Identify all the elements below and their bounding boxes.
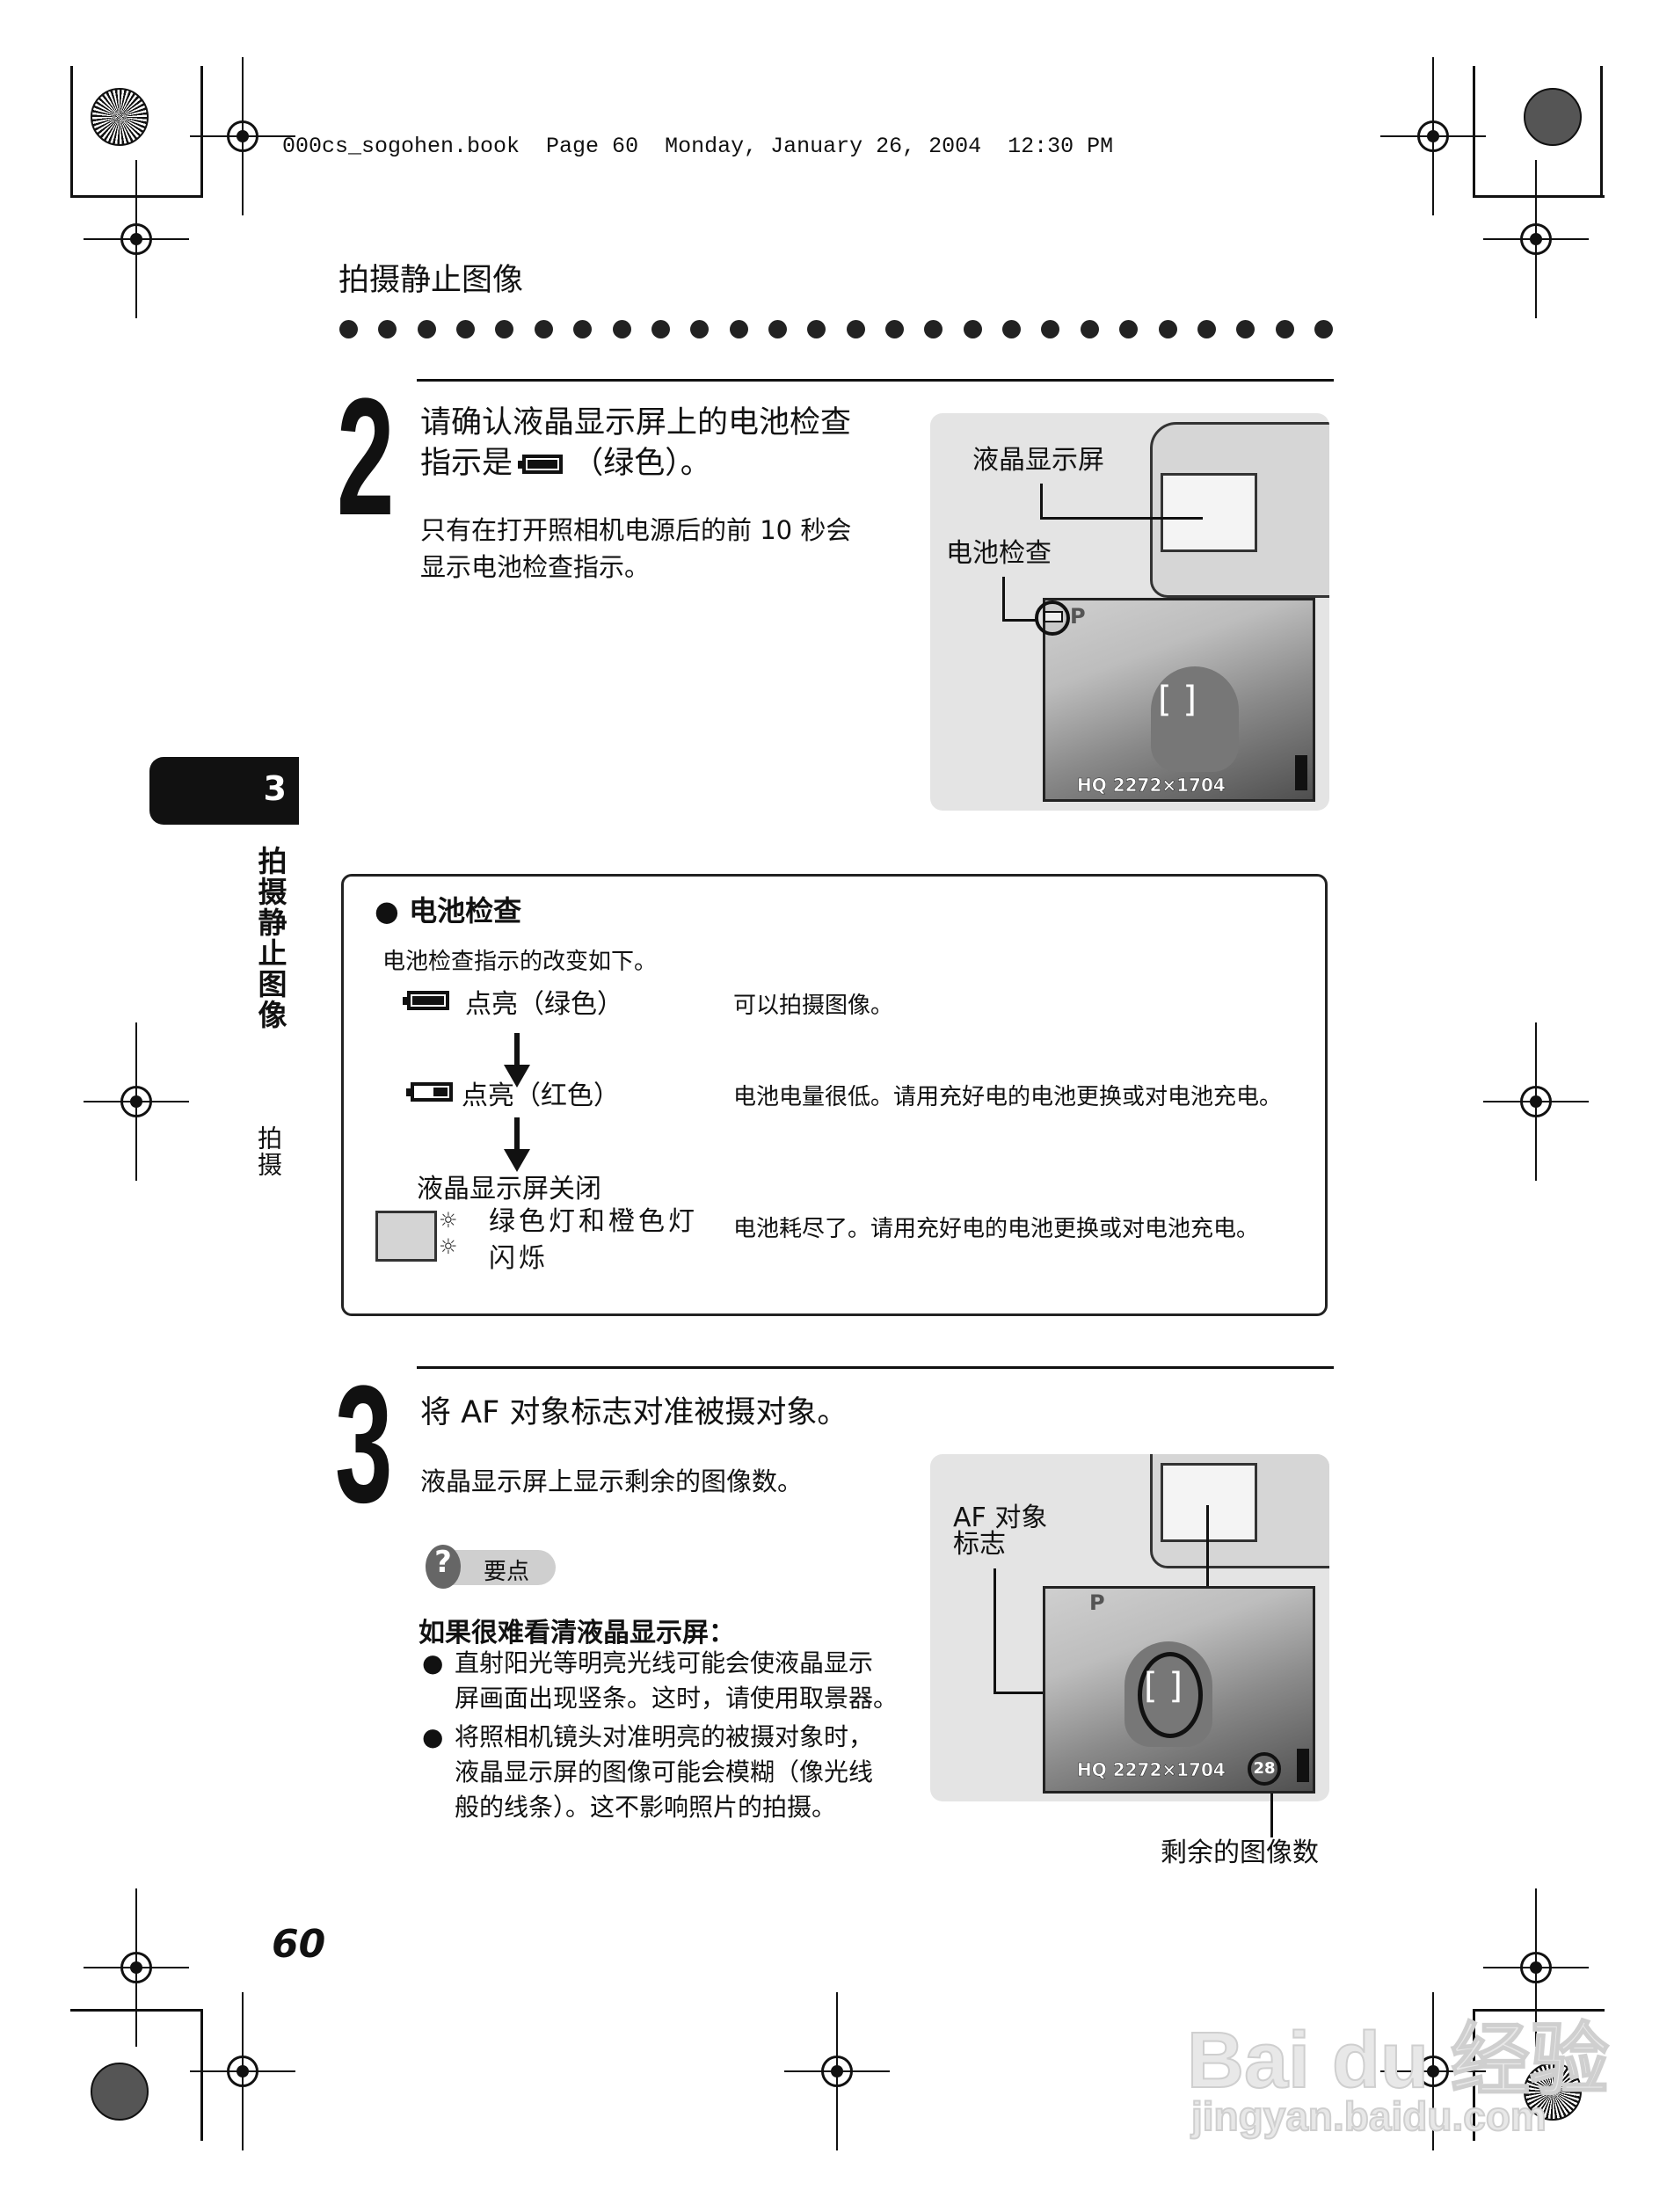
dot <box>1041 320 1060 338</box>
af-target-mark: [ ] <box>1144 1666 1183 1706</box>
watermark-url: jingyan.baidu.com <box>1190 2092 1547 2140</box>
baidu-watermark-logo: Bai du 经验 <box>1186 2016 1610 2106</box>
lcd-info: HQ 2272×1704 <box>1077 775 1226 797</box>
dot <box>417 320 436 338</box>
camera-lcd-illustration <box>1161 473 1257 552</box>
battery-full-icon <box>403 991 449 1010</box>
highlight-circle <box>1035 600 1070 636</box>
camera-figure: 液晶显示屏 电池检查 P [ ] HQ 2272×1704 <box>930 413 1329 811</box>
registration-gray-circle-icon <box>91 2063 149 2121</box>
file-header: 000cs_sogohen.book Page 60 Monday, Janua… <box>282 134 1114 159</box>
state-blink: 绿色灯和橙色灯 闪烁 <box>489 1206 698 1274</box>
battery-low-icon <box>406 1082 453 1102</box>
dot <box>807 320 826 338</box>
step-divider <box>417 379 1334 382</box>
af-highlight-circle <box>1138 1652 1203 1738</box>
step2-note: 只有在打开照相机电源后的前 10 秒会 显示电池检查指示。 <box>420 515 852 582</box>
dot <box>1236 320 1256 338</box>
label-battery-check: 电池检查 <box>946 538 1052 569</box>
dot <box>534 320 553 338</box>
arrow-down-icon <box>504 1117 530 1172</box>
box-title: ● 电池检查 <box>375 894 522 928</box>
battery-check-box: ● 电池检查 电池检查指示的改变如下。 点亮（绿色） 可以拍摄图像。 点亮（红色… <box>341 874 1328 1316</box>
dot <box>495 320 514 338</box>
remaining-count: 28 <box>1248 1752 1281 1786</box>
dot <box>963 320 982 338</box>
bullet-item: ●直射阳光等明亮光线可能会使液晶显示屏画面出现竖条。这时，请使用取景器。 <box>422 1648 899 1713</box>
registration-sunburst-icon <box>91 88 149 146</box>
portrait-subject <box>1151 666 1239 772</box>
camera-figure: AF 对象标志 P [ ] HQ 2272×1704 28 <box>930 1454 1329 1801</box>
state-lcd-off: 液晶显示屏关闭 <box>417 1174 601 1204</box>
arrow-down-icon <box>504 1033 530 1088</box>
step-number: 2 <box>337 364 395 550</box>
dot <box>1197 320 1216 338</box>
dot <box>1314 320 1333 338</box>
battery-indicator-icon <box>1044 611 1063 622</box>
state-green: 点亮（绿色） <box>465 989 623 1020</box>
chapter-tab[interactable]: 3 <box>149 757 299 825</box>
dot <box>339 320 358 338</box>
dot <box>924 320 943 338</box>
dot <box>1158 320 1177 338</box>
step3-instruction: 将 AF 对象标志对准被摄对象。 <box>420 1395 848 1430</box>
chapter-subtitle: 拍摄 <box>254 1125 283 1178</box>
state-red: 点亮（红色） <box>462 1081 620 1111</box>
dot <box>1119 320 1139 338</box>
blinking-lamp-icon: ☼☼ <box>439 1208 458 1259</box>
chapter-title: 拍摄静止图像 <box>253 846 287 1030</box>
label-lcd: 液晶显示屏 <box>972 445 1104 476</box>
tip-bullets: ●直射阳光等明亮光线可能会使液晶显示屏画面出现竖条。这时，请使用取景器。 ●将照… <box>422 1646 898 1825</box>
dot-divider <box>339 320 1333 338</box>
label-remaining-images: 剩余的图像数 <box>1161 1837 1319 1868</box>
dot <box>846 320 865 338</box>
lcd-preview: P [ ] HQ 2272×1704 <box>1035 598 1315 802</box>
registration-gray-circle-icon <box>1524 88 1582 146</box>
label-af-target: AF 对象标志 <box>953 1503 1048 1560</box>
dot <box>690 320 710 338</box>
mode-indicator: P <box>1070 604 1086 629</box>
dot <box>573 320 593 338</box>
dot <box>651 320 670 338</box>
dot <box>1275 320 1294 338</box>
dot <box>729 320 748 338</box>
step-divider <box>417 1366 1334 1369</box>
mode-indicator: P <box>1089 1590 1105 1615</box>
desc-green: 可以拍摄图像。 <box>733 993 894 1019</box>
dot <box>456 320 476 338</box>
step3-note: 液晶显示屏上显示剩余的图像数。 <box>420 1466 804 1496</box>
af-target-mark: [ ] <box>1158 680 1197 720</box>
box-intro: 电池检查指示的改变如下。 <box>382 949 658 975</box>
lcd-preview: P [ ] HQ 2272×1704 28 <box>1043 1586 1315 1794</box>
step2-instruction: 请确认液晶显示屏上的电池检查 指示是 （绿色）。 <box>420 403 851 484</box>
tip-title: 如果很难看清液晶显示屏： <box>418 1618 735 1648</box>
lcd-info: HQ 2272×1704 <box>1077 1759 1226 1781</box>
dot <box>1080 320 1099 338</box>
dot <box>378 320 397 338</box>
tip-badge: ? 要点 <box>426 1545 556 1589</box>
instruction-line: 请确认液晶显示屏上的电池检查 <box>420 405 852 440</box>
battery-full-icon <box>518 455 564 474</box>
question-icon: ? <box>426 1545 461 1589</box>
lcd-off-blinking-icon <box>375 1211 437 1262</box>
page-number: 60 <box>272 1922 326 1967</box>
step-number: 3 <box>335 1351 393 1538</box>
bullet-item: ●将照相机镜头对准明亮的被摄对象时，液晶显示屏的图像可能会模糊（像光线般的线条）… <box>422 1722 874 1822</box>
section-title: 拍摄静止图像 <box>338 263 524 298</box>
desc-exhausted: 电池耗尽了。请用充好电的电池更换或对电池充电。 <box>733 1216 1260 1242</box>
dot <box>768 320 787 338</box>
camera-lcd-illustration <box>1161 1463 1257 1542</box>
dot <box>885 320 905 338</box>
desc-red: 电池电量很低。请用充好电的电池更换或对电池充电。 <box>733 1084 1283 1110</box>
dot <box>612 320 631 338</box>
dot <box>1002 320 1022 338</box>
registration-sunburst-icon <box>1524 2063 1582 2121</box>
instruction-line: 指示是 （绿色）。 <box>420 446 711 481</box>
